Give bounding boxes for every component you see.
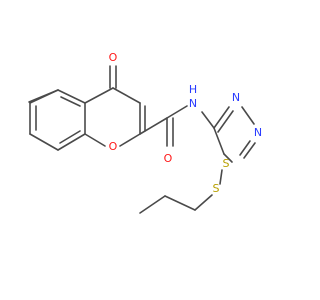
bond xyxy=(164,195,196,211)
nitrogen-label: N xyxy=(189,97,197,110)
nitrogen-label: N xyxy=(232,91,240,104)
nitrogen-label: N xyxy=(254,126,262,139)
bond xyxy=(166,105,188,119)
bond xyxy=(219,169,223,185)
bond xyxy=(201,111,215,129)
bond xyxy=(243,142,256,159)
sulfur-label: S xyxy=(213,182,220,195)
atom-labels: O O O N H N N S S xyxy=(109,51,262,195)
molecule-structure: O O O N H N N S S xyxy=(28,51,262,214)
oxygen-label: O xyxy=(109,51,118,64)
bond xyxy=(57,133,86,151)
bond xyxy=(29,89,59,104)
bond xyxy=(119,133,141,147)
bond xyxy=(112,87,141,104)
bond xyxy=(139,117,168,135)
hydrogen-label: H xyxy=(189,83,197,96)
bond xyxy=(84,87,114,104)
bond xyxy=(213,106,230,129)
molecule-canvas: O O O N H N N S S xyxy=(28,51,263,214)
bond-lines xyxy=(28,65,256,214)
double-bond xyxy=(239,140,251,156)
bond xyxy=(139,195,166,214)
bond xyxy=(194,194,213,211)
double-bond-inner xyxy=(60,96,81,107)
bond xyxy=(223,153,233,163)
bond xyxy=(29,133,59,151)
bond xyxy=(57,89,86,104)
bond xyxy=(84,133,106,147)
double-bond xyxy=(217,110,234,133)
double-bond-inner xyxy=(59,130,81,144)
oxygen-label: O xyxy=(164,152,173,165)
bond xyxy=(241,106,255,125)
oxygen-label: O xyxy=(109,140,118,153)
sulfur-label: S xyxy=(223,157,230,170)
bond xyxy=(213,127,225,155)
